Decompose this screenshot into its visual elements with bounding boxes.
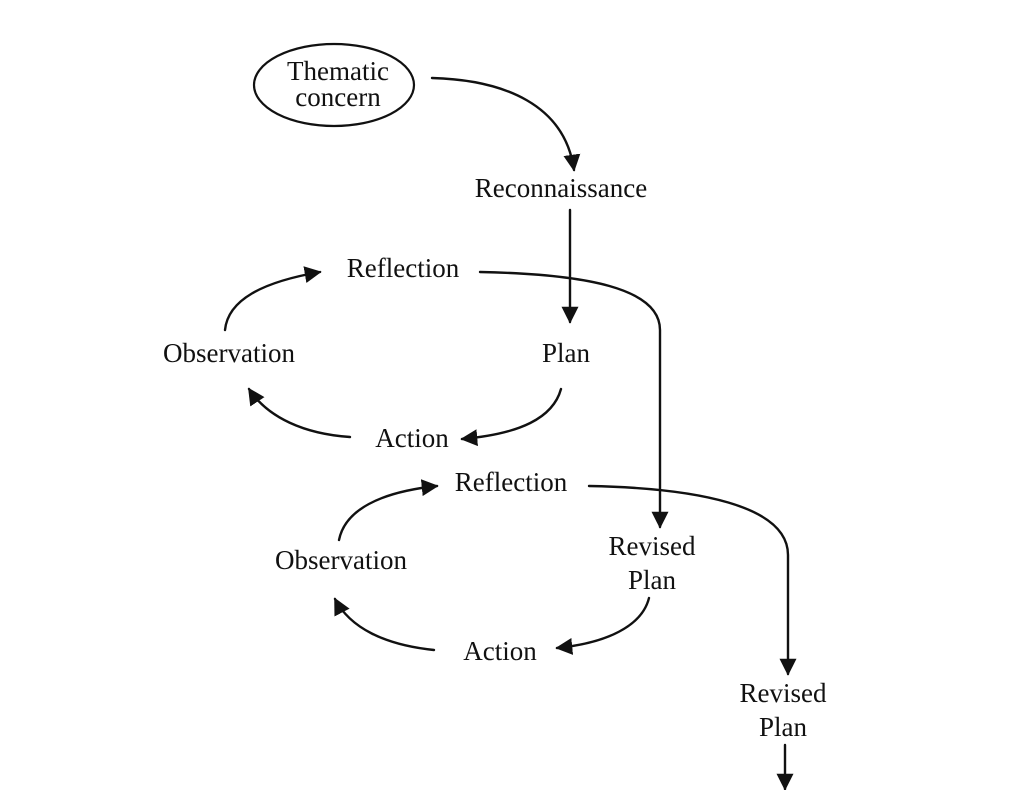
arrow-reflection2-to-final-revised-plan <box>587 484 797 676</box>
cycle2-action-label: Action <box>463 636 537 666</box>
cycle1-plan-label: Plan <box>542 338 591 368</box>
arrow-action-to-observation <box>247 387 352 439</box>
arrow-thematic-to-reconnaissance <box>430 76 581 172</box>
cycle2-observation-label: Observation <box>275 545 407 575</box>
arrow-revised-plan-to-action <box>555 596 651 655</box>
final-revised-plan-label-line1: Revised <box>740 678 827 708</box>
cycle2-reflection-label: Reflection <box>455 467 568 497</box>
arrow-observation2-to-reflection2 <box>337 479 439 542</box>
thematic-concern-ellipse <box>252 42 416 128</box>
cycle1-observation-label: Observation <box>163 338 295 368</box>
arrow-action2-to-observation2 <box>333 597 436 652</box>
cycle1-reflection-label: Reflection <box>347 253 460 283</box>
reconnaissance-label: Reconnaissance <box>475 173 647 203</box>
arrow-plan-to-action <box>460 387 563 447</box>
arrow-reflection-to-revised-plan <box>478 270 669 529</box>
cycle2-revised-plan-label-line2: Plan <box>628 565 677 595</box>
arrow-observation-to-reflection <box>223 266 322 332</box>
thematic-concern-label-line1: Thematic <box>287 56 389 86</box>
final-revised-plan-label-line2: Plan <box>759 712 808 742</box>
cycle2-revised-plan-label-line1: Revised <box>609 531 696 561</box>
cycle1-action-label: Action <box>375 423 449 453</box>
thematic-concern-label-line2: concern <box>295 82 381 112</box>
